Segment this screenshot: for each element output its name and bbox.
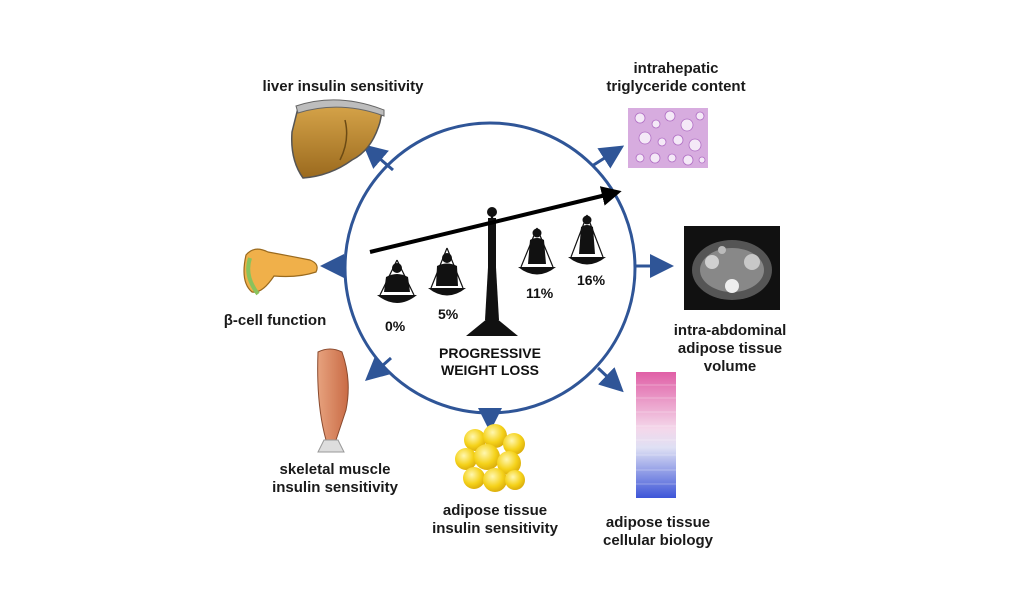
radial-arrows	[320, 144, 674, 432]
scale-base	[466, 318, 518, 336]
liver-icon	[290, 99, 385, 179]
arrow-liver	[362, 144, 394, 172]
pan-11	[518, 267, 556, 275]
balance-scale	[369, 186, 622, 336]
percent-label-16: 16%	[577, 272, 606, 288]
pan-0	[377, 295, 417, 303]
label-skeletal-muscle: skeletal muscle insulin sensitivity	[250, 461, 420, 497]
label-adipose-cellular-biology: adipose tissue cellular biology	[578, 514, 738, 550]
pancreas-icon	[243, 248, 318, 296]
pan-16	[568, 257, 606, 265]
center-title-line-1: PROGRESSIVE	[439, 345, 541, 361]
label-line: cellular biology	[602, 532, 714, 549]
person-silhouette-11	[528, 228, 546, 264]
fat-cell-cluster-icon	[455, 424, 525, 492]
pan-5	[428, 288, 466, 296]
percent-label-11: 11%	[526, 285, 554, 301]
label-line: insulin sensitivity	[272, 479, 398, 496]
label-liver-insulin-sensitivity: liver insulin sensitivity	[228, 78, 458, 96]
label-intra-abdominal-adipose: intra-abdominal adipose tissue volume	[650, 322, 810, 376]
scale-stand-taper	[485, 215, 499, 320]
label-adipose-insulin-sensitivity: adipose tissue insulin sensitivity	[410, 502, 580, 538]
heatmap-image	[636, 372, 676, 498]
label-intrahepatic-triglyceride: intrahepatic triglyceride content	[576, 60, 776, 96]
person-silhouette-5	[436, 253, 458, 286]
person-silhouette-0	[384, 263, 410, 292]
label-line: adipose tissue	[677, 340, 783, 357]
label-line: volume	[703, 358, 757, 375]
arrow-triglyceride	[591, 145, 625, 169]
scale-beam-arrow	[369, 186, 622, 254]
label-line: skeletal muscle	[279, 461, 391, 478]
label-line: adipose tissue	[442, 502, 548, 519]
arrow-muscle	[365, 356, 392, 381]
percent-label-0: 0%	[385, 318, 406, 334]
label-line: intrahepatic	[633, 60, 719, 77]
label-line: adipose tissue	[605, 514, 711, 531]
label-beta-cell-function: β-cell function	[200, 312, 350, 330]
arrow-adipose-biology	[596, 366, 624, 393]
label-line: β-cell function	[223, 312, 327, 329]
scale-pivot	[487, 207, 497, 217]
percent-label-5: 5%	[438, 306, 459, 322]
label-line: triglyceride content	[606, 78, 746, 95]
center-title-line-2: WEIGHT LOSS	[441, 362, 539, 378]
person-silhouette-16	[579, 215, 595, 254]
label-line: insulin sensitivity	[432, 520, 558, 537]
histology-image	[628, 108, 708, 168]
label-line: liver insulin sensitivity	[262, 78, 424, 95]
leg-muscle-icon	[317, 348, 349, 453]
ct-scan-image	[684, 226, 780, 310]
label-line: intra-abdominal	[673, 322, 787, 339]
center-title: PROGRESSIVE WEIGHT LOSS	[410, 345, 570, 379]
